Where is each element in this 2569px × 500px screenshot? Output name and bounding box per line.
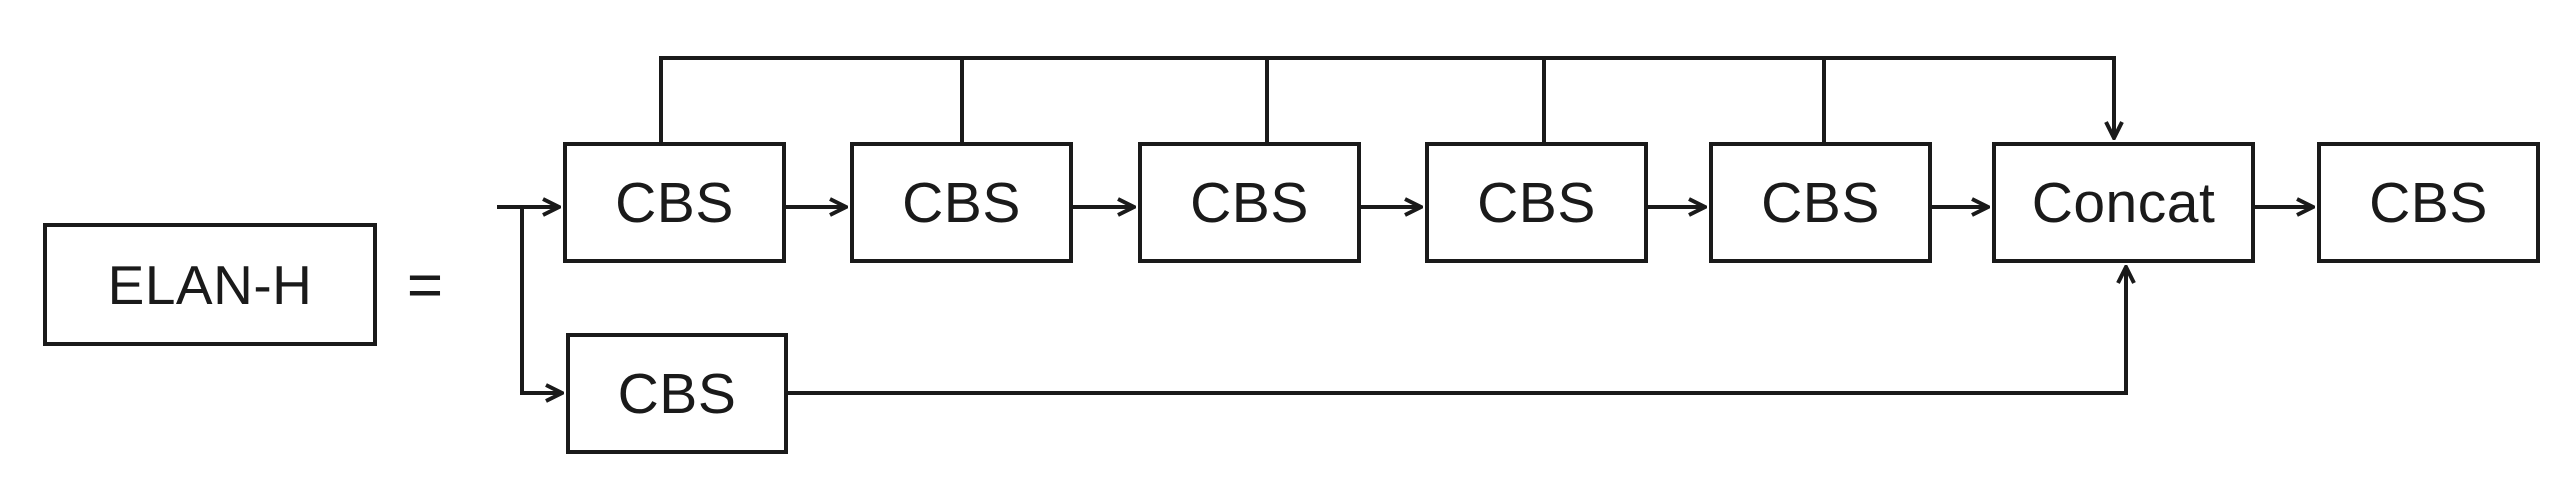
elan-h-module-box: ELAN-H — [43, 223, 377, 346]
cbs-block-3: CBS — [1138, 142, 1361, 263]
concat-block-label: Concat — [2031, 170, 2216, 235]
cbs-block-5-label: CBS — [1761, 170, 1880, 235]
cbs-block-5: CBS — [1709, 142, 1932, 263]
cbs-block-3-label: CBS — [1190, 170, 1309, 235]
cbs-block-1-label: CBS — [615, 170, 734, 235]
elan-h-label: ELAN-H — [107, 253, 313, 316]
cbs-block-4: CBS — [1425, 142, 1648, 263]
cbs-block-2: CBS — [850, 142, 1073, 263]
cbs-block-4-label: CBS — [1477, 170, 1596, 235]
cbs-output-block: CBS — [2317, 142, 2540, 263]
equals-sign: = — [406, 250, 444, 320]
cbs-block-1: CBS — [563, 142, 786, 263]
concat-block: Concat — [1992, 142, 2255, 263]
cbs-bottom-branch-block: CBS — [566, 333, 788, 454]
cbs-block-2-label: CBS — [902, 170, 1021, 235]
cbs-bottom-branch-label: CBS — [617, 361, 737, 426]
cbs-output-block-label: CBS — [2369, 170, 2488, 235]
